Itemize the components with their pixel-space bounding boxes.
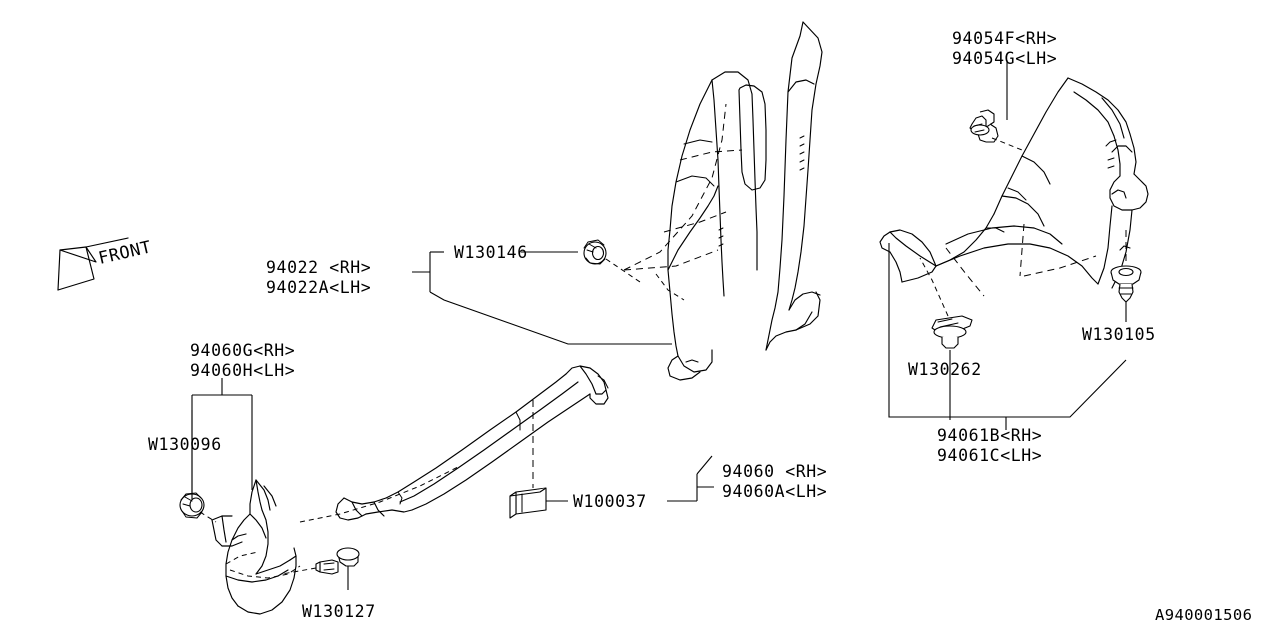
front-direction-arrow — [57, 237, 129, 291]
leader-94061b — [888, 243, 1127, 430]
label-94022-rh: 94022 <RH> — [266, 258, 371, 277]
label-94060h-lh: 94060H<LH> — [190, 361, 295, 380]
label-94061b-rh: 94061B<RH> — [937, 426, 1042, 445]
hidden-line-quarter-3 — [945, 247, 985, 297]
part-cowl-side-trim — [211, 479, 301, 615]
icon-clip-w100037 — [509, 487, 547, 519]
icon-clip-w130262 — [931, 315, 973, 349]
leader-dash-w130127 — [281, 567, 317, 575]
label-94022a-lh: 94022A<LH> — [266, 278, 371, 297]
hidden-line-quarter-2 — [1023, 255, 1097, 277]
label-w130127: W130127 — [302, 602, 376, 621]
icon-clip-w130105 — [1110, 265, 1142, 303]
icon-clip-w130127 — [315, 547, 360, 575]
label-w130096: W130096 — [148, 435, 222, 454]
part-center-pillar-trim — [623, 21, 823, 381]
icon-clip-94054 — [969, 109, 999, 143]
part-side-sill-plate — [299, 365, 609, 523]
leader-dash-w130096 — [199, 511, 217, 523]
leader-dash-w130146 — [605, 258, 641, 283]
diagram-id-code: A940001506 — [1155, 606, 1252, 624]
label-94054g-lh: 94054G<LH> — [952, 49, 1057, 68]
icon-clip-w130146 — [583, 239, 607, 265]
leader-dash-w130262 — [919, 257, 949, 317]
label-94060-rh: 94060 <RH> — [722, 462, 827, 481]
hidden-line-quarter-1 — [1019, 223, 1025, 277]
label-w130146: W130146 — [454, 243, 528, 262]
front-label: FRONT — [97, 237, 154, 269]
label-w130262: W130262 — [908, 360, 982, 379]
leader-94060g — [191, 378, 253, 500]
leader-94060 — [667, 455, 714, 502]
label-94061c-lh: 94061C<LH> — [937, 446, 1042, 465]
label-94060g-rh: 94060G<RH> — [190, 341, 295, 360]
label-w100037: W100037 — [573, 492, 647, 511]
leader-94022 — [412, 251, 672, 345]
leader-dash-94054 — [991, 137, 1023, 151]
label-w130105: W130105 — [1082, 325, 1156, 344]
label-94060a-lh: 94060A<LH> — [722, 482, 827, 501]
part-rear-quarter-trim — [879, 77, 1149, 289]
label-94054f-rh: 94054F<RH> — [952, 29, 1057, 48]
